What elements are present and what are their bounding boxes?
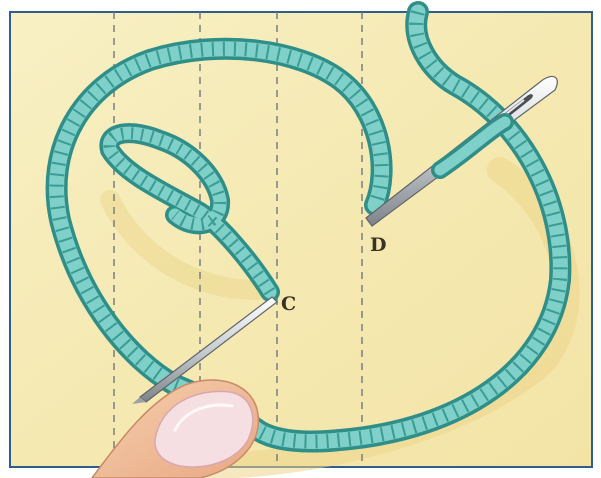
point-c-label: C	[281, 293, 296, 315]
point-d-label: D	[370, 234, 386, 256]
